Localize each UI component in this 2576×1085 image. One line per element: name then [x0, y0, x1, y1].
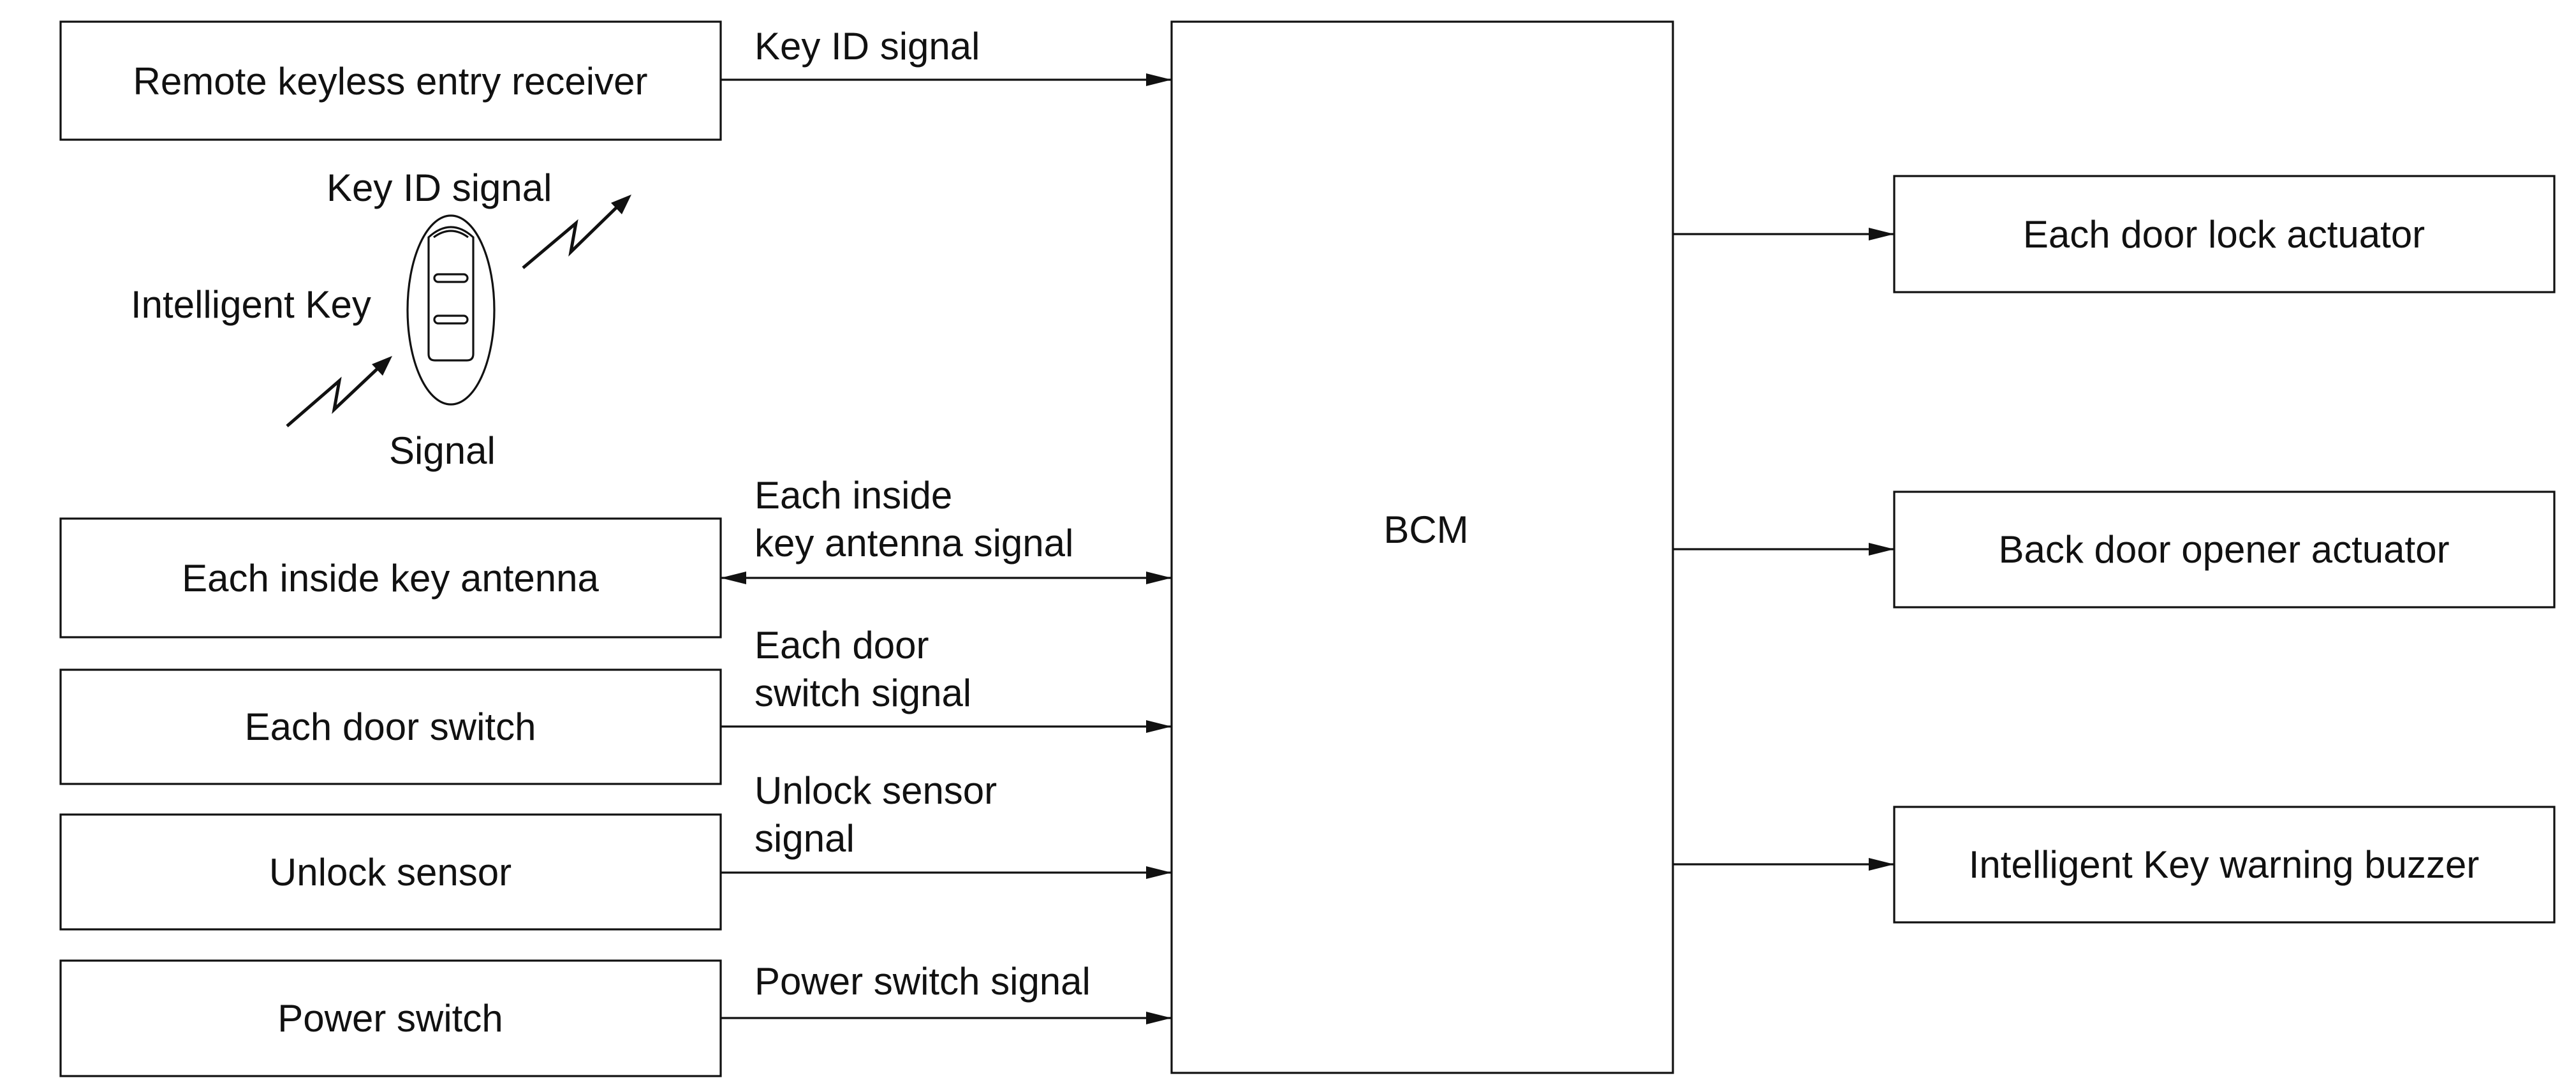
remote-keyless-entry-receiver-label: Remote keyless entry receiver: [133, 60, 648, 103]
bcm-block: BCM: [1170, 20, 1674, 1074]
unlock-sensor-signal-label-line1: Unlock sensor: [754, 769, 997, 812]
power-switch-label: Power switch: [277, 997, 503, 1040]
unlock-sensor-signal-connection: Unlock sensor signal: [721, 769, 1172, 879]
power-switch-signal-connection: Power switch signal: [721, 960, 1172, 1024]
warning-buzzer-block: Intelligent Key warning buzzer: [1893, 806, 2556, 924]
unlock-sensor-block: Unlock sensor: [59, 813, 722, 931]
unlock-sensor-label: Unlock sensor: [269, 851, 512, 894]
intelligent-key-signal-label: Signal: [389, 429, 496, 472]
bcm-label: BCM: [1383, 508, 1468, 551]
power-switch-signal-label: Power switch signal: [754, 960, 1091, 1003]
door-switch-signal-connection: Each door switch signal: [721, 624, 1172, 733]
inside-key-antenna-signal-label-line2: key antenna signal: [754, 522, 1073, 565]
inside-key-antenna-signal-connection: Each inside key antenna signal: [721, 474, 1172, 584]
intelligent-key-label: Intelligent Key: [131, 283, 371, 326]
door-switch-label: Each door switch: [245, 705, 536, 748]
door-lock-actuator-label: Each door lock actuator: [2023, 213, 2425, 256]
warning-buzzer-label: Intelligent Key warning buzzer: [1969, 843, 2479, 886]
remote-keyless-entry-receiver-block: Remote keyless entry receiver: [59, 20, 722, 141]
incoming-wireless-signal-icon: [286, 356, 392, 427]
back-door-opener-actuator-label: Back door opener actuator: [1998, 528, 2449, 571]
smart-key-fob-icon: [406, 214, 496, 406]
intelligent-key-group: Key ID signal Intelligent Key Signal: [131, 166, 631, 472]
door-lock-actuator-block: Each door lock actuator: [1893, 175, 2556, 293]
power-switch-block: Power switch: [59, 959, 722, 1077]
key-id-wireless-signal-icon: [522, 195, 631, 269]
back-door-opener-actuator-block: Back door opener actuator: [1893, 491, 2556, 609]
unlock-sensor-signal-label-line2: signal: [754, 817, 855, 860]
key-id-signal-label: Key ID signal: [754, 25, 980, 68]
key-id-signal-connection: Key ID signal: [721, 25, 1172, 86]
inside-key-antenna-signal-label-line1: Each inside: [754, 474, 952, 517]
inside-key-antenna-block: Each inside key antenna: [59, 517, 722, 638]
inside-key-antenna-label: Each inside key antenna: [182, 557, 599, 600]
door-switch-signal-label-line2: switch signal: [754, 672, 971, 714]
intelligent-key-id-signal-label: Key ID signal: [327, 166, 552, 209]
door-switch-signal-label-line1: Each door: [754, 624, 929, 667]
door-switch-block: Each door switch: [59, 668, 722, 785]
